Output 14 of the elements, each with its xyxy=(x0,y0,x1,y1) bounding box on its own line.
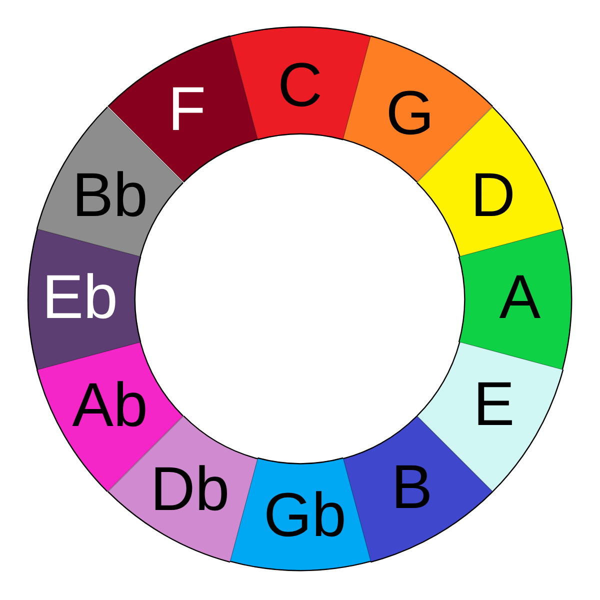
note-label: Ab xyxy=(72,374,148,437)
note-label: C xyxy=(278,55,322,117)
note-label: A xyxy=(499,266,541,329)
note-label: B xyxy=(391,456,433,519)
note-label: F xyxy=(168,78,206,141)
note-label: D xyxy=(470,164,516,227)
note-label: E xyxy=(473,374,515,436)
ring-segment xyxy=(458,228,573,370)
note-label: Db xyxy=(150,458,230,521)
ring-segment xyxy=(228,26,372,141)
note-label: Bb xyxy=(72,164,148,227)
note-label: G xyxy=(386,82,434,145)
note-label: Gb xyxy=(264,484,346,547)
note-label: Eb xyxy=(42,266,118,329)
